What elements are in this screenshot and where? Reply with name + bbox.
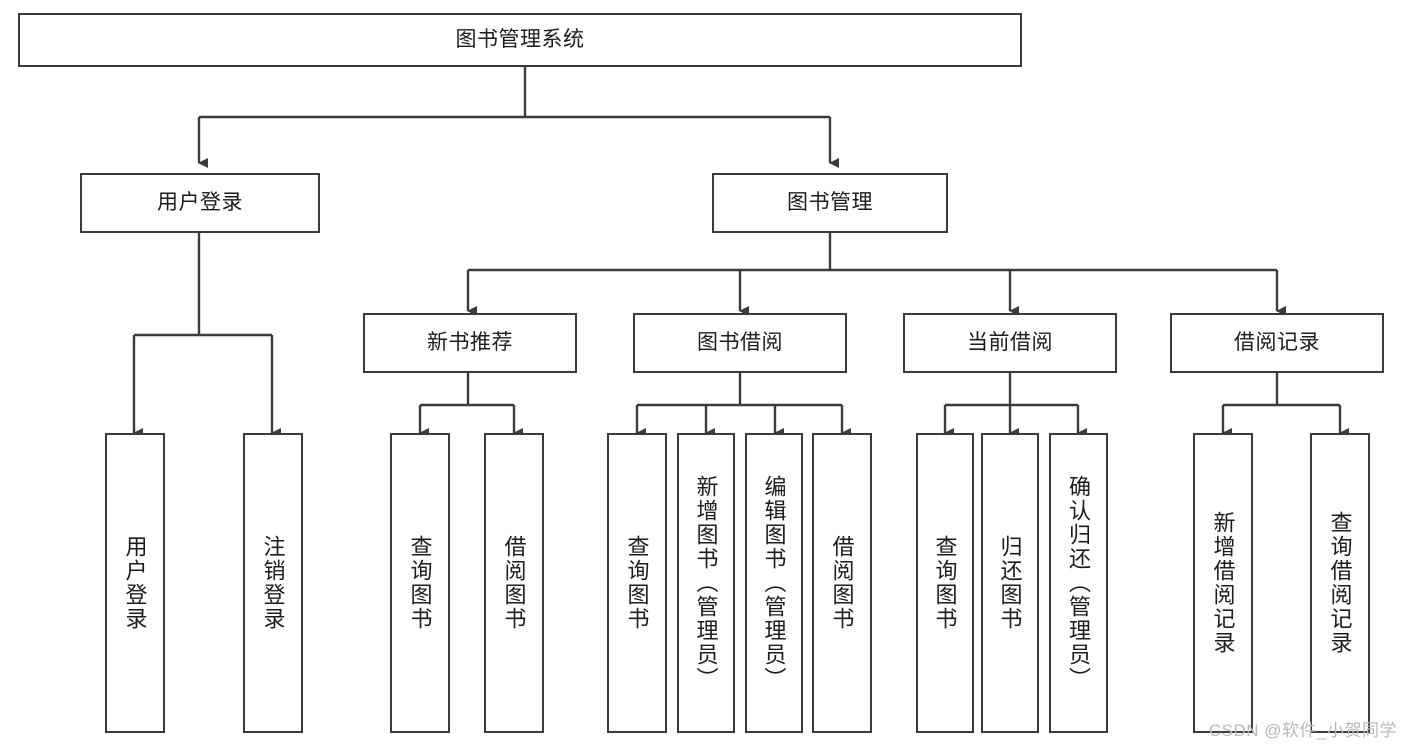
node-leaf-query-book-2-label: 查询图书	[624, 535, 650, 631]
watermark-text: CSDN @软件_小贺同学	[1208, 721, 1397, 740]
node-new-book-recommend[interactable]: 新书推荐	[363, 313, 577, 373]
node-book-manage-label: 图书管理	[787, 191, 873, 215]
node-leaf-query-book-2[interactable]: 查询图书	[607, 433, 667, 733]
node-leaf-add-record-label: 新增借阅记录	[1210, 511, 1236, 655]
node-leaf-query-book-1-label: 查询图书	[407, 535, 433, 631]
node-leaf-add-book-label: 新增图书（管理员）	[693, 475, 719, 691]
node-leaf-logout-login-label: 注销登录	[260, 535, 286, 631]
node-leaf-confirm-return-label: 确认归还（管理员）	[1066, 475, 1092, 691]
node-leaf-user-login[interactable]: 用户登录	[105, 433, 165, 733]
node-leaf-user-login-label: 用户登录	[122, 535, 148, 631]
node-root-label: 图书管理系统	[455, 28, 585, 52]
node-root[interactable]: 图书管理系统	[18, 13, 1022, 67]
node-leaf-confirm-return[interactable]: 确认归还（管理员）	[1049, 433, 1108, 733]
node-book-manage[interactable]: 图书管理	[712, 173, 948, 233]
node-leaf-return-book[interactable]: 归还图书	[981, 433, 1039, 733]
node-leaf-query-book-3-label: 查询图书	[932, 535, 958, 631]
node-new-book-recommend-label: 新书推荐	[427, 331, 513, 355]
node-borrow-record-label: 借阅记录	[1234, 331, 1320, 355]
node-leaf-query-record-label: 查询借阅记录	[1327, 511, 1353, 655]
node-leaf-add-book[interactable]: 新增图书（管理员）	[677, 433, 735, 733]
node-leaf-return-book-label: 归还图书	[997, 535, 1023, 631]
node-leaf-query-book-3[interactable]: 查询图书	[916, 433, 974, 733]
node-leaf-borrow-book-1[interactable]: 借阅图书	[484, 433, 544, 733]
node-book-borrow[interactable]: 图书借阅	[633, 313, 847, 373]
node-leaf-add-record[interactable]: 新增借阅记录	[1193, 433, 1253, 733]
node-leaf-edit-book-label: 编辑图书（管理员）	[761, 475, 787, 691]
node-book-borrow-label: 图书借阅	[697, 331, 783, 355]
node-leaf-borrow-book-1-label: 借阅图书	[501, 535, 527, 631]
node-borrow-record[interactable]: 借阅记录	[1170, 313, 1384, 373]
node-current-borrow-label: 当前借阅	[967, 331, 1053, 355]
node-leaf-query-book-1[interactable]: 查询图书	[390, 433, 450, 733]
node-leaf-edit-book[interactable]: 编辑图书（管理员）	[745, 433, 803, 733]
node-leaf-logout-login[interactable]: 注销登录	[243, 433, 303, 733]
node-current-borrow[interactable]: 当前借阅	[903, 313, 1117, 373]
node-user-login-label: 用户登录	[157, 191, 243, 215]
node-leaf-borrow-book-2-label: 借阅图书	[829, 535, 855, 631]
node-user-login[interactable]: 用户登录	[80, 173, 320, 233]
node-leaf-borrow-book-2[interactable]: 借阅图书	[812, 433, 872, 733]
node-leaf-query-record[interactable]: 查询借阅记录	[1310, 433, 1370, 733]
